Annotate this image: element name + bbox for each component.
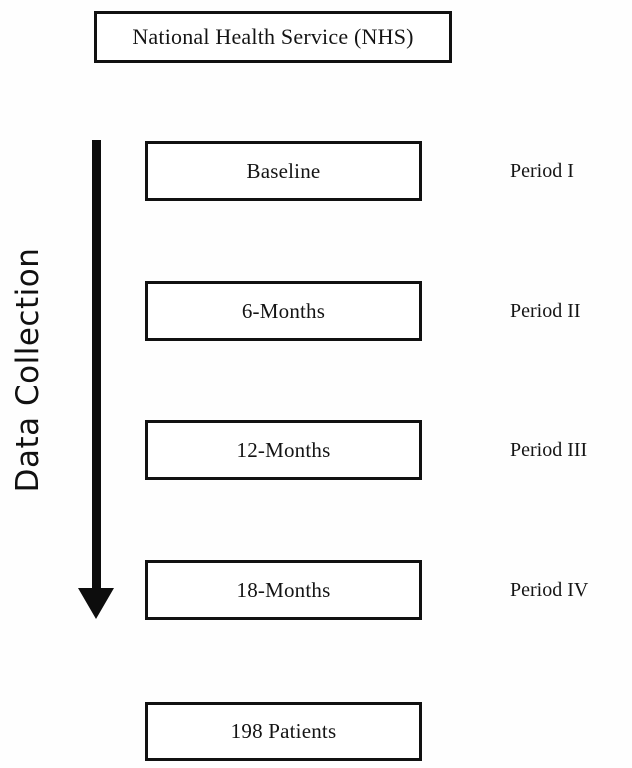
sample-size-box-label: 198 Patients <box>230 719 337 743</box>
timepoint-box-label: Baseline <box>246 158 321 183</box>
timepoint-box-12-months: 12-Months <box>145 420 422 480</box>
timepoint-box-6-months: 6-Months <box>145 281 422 341</box>
down-arrow-icon <box>78 588 114 619</box>
timepoint-box-label: 18-Months <box>236 577 331 602</box>
sample-size-box: 198 Patients <box>145 702 422 761</box>
data-collection-arrow-shaft <box>92 140 101 592</box>
nhs-source-box: National Health Service (NHS) <box>94 11 452 63</box>
timepoint-box-label: 12-Months <box>236 437 331 462</box>
timepoint-box-baseline: Baseline <box>145 141 422 201</box>
period-label-1: Period I <box>510 160 574 182</box>
data-collection-axis-label: Data Collection <box>10 247 46 493</box>
period-label-3: Period III <box>510 439 588 461</box>
period-label-4: Period IV <box>510 579 589 601</box>
nhs-source-box-label: National Health Service (NHS) <box>132 24 414 49</box>
period-label-2: Period II <box>510 300 581 322</box>
timepoint-box-label: 6-Months <box>241 298 326 323</box>
timepoint-box-18-months: 18-Months <box>145 560 422 620</box>
